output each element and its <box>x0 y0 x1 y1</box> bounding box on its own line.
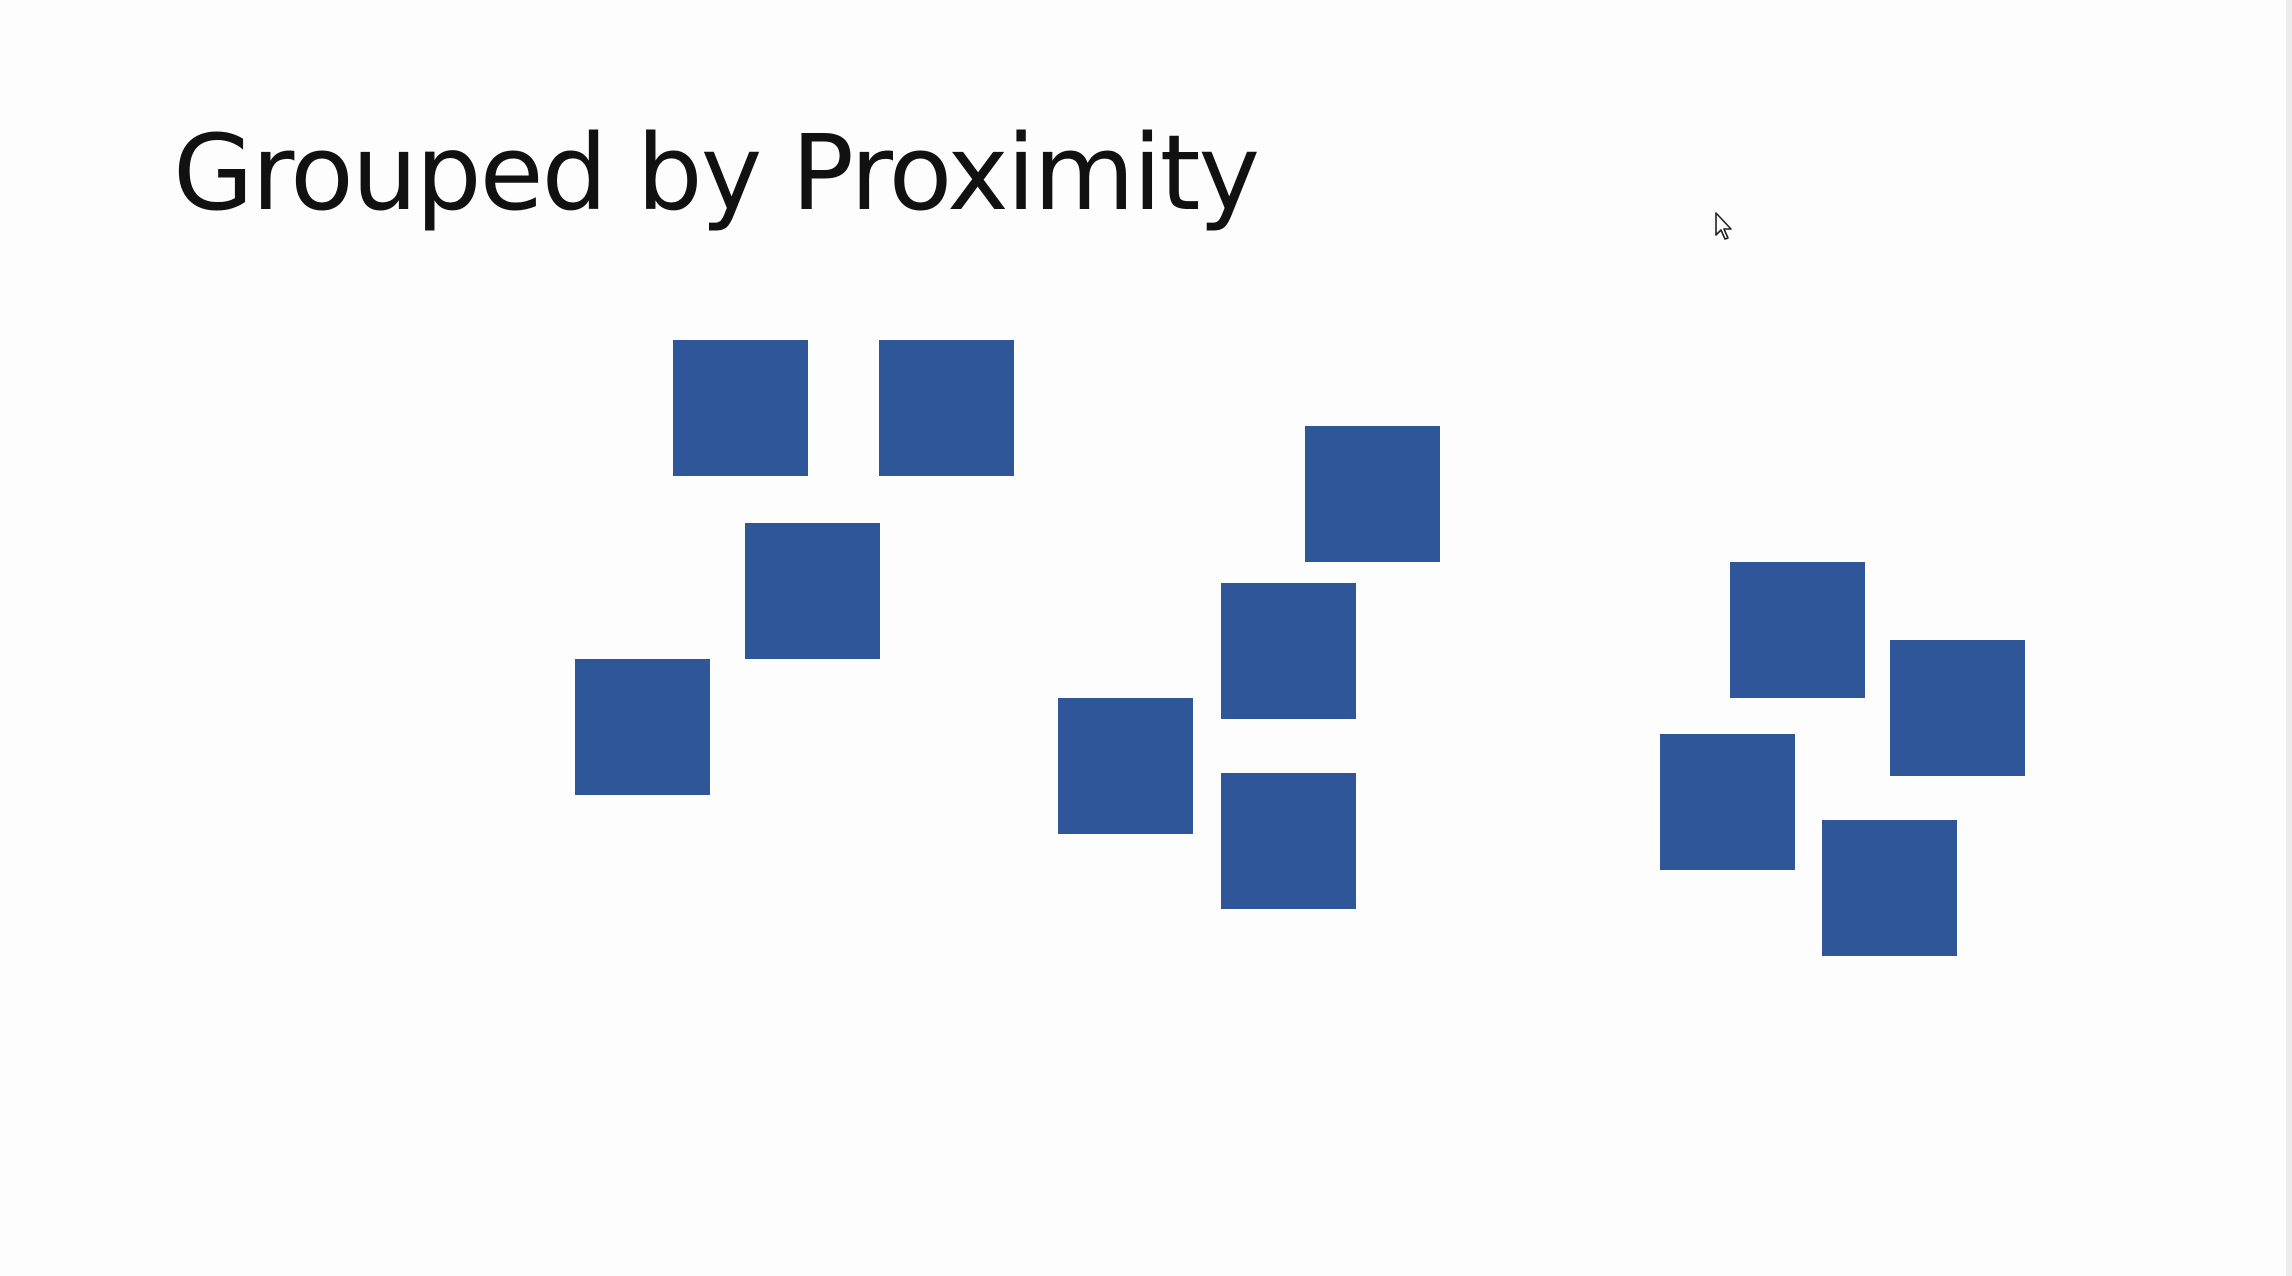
square <box>745 523 880 659</box>
square <box>1221 583 1356 719</box>
square <box>673 340 808 476</box>
square <box>879 340 1014 476</box>
square <box>1058 698 1193 834</box>
square <box>575 659 710 795</box>
square <box>1660 734 1795 870</box>
square <box>1890 640 2025 776</box>
mouse-pointer-icon <box>1715 212 1732 240</box>
square <box>1305 426 1440 562</box>
square <box>1822 820 1957 956</box>
slide-edge-divider <box>2286 0 2292 1276</box>
square <box>1221 773 1356 909</box>
square <box>1730 562 1865 698</box>
slide-title: Grouped by Proximity <box>173 112 1260 234</box>
